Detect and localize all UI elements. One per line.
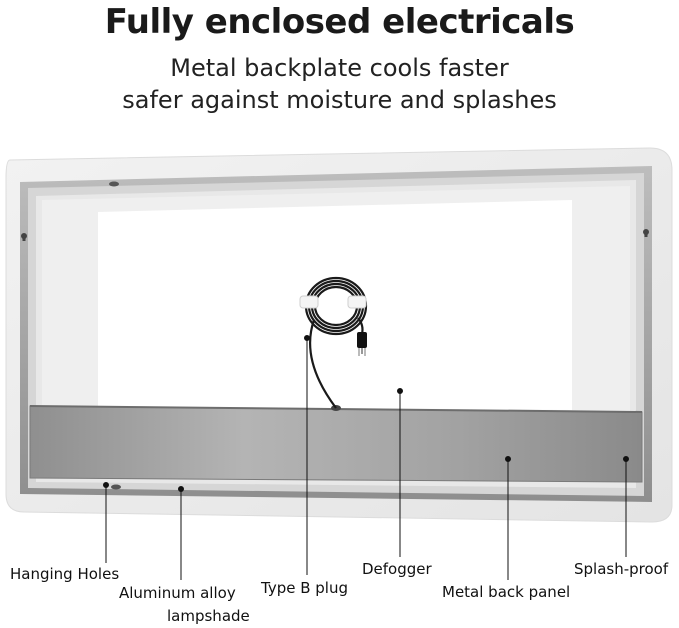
subtitle-line-1: Metal backplate cools faster [170, 54, 509, 82]
page-title: Fully enclosed electricals [104, 2, 575, 42]
hanging-hole-icon [111, 484, 121, 490]
metal-back-panel [29, 405, 643, 483]
label-aluminum-line1: Aluminum alloy [119, 584, 236, 602]
hanging-hole-icon [21, 233, 27, 241]
callout-pointers [103, 335, 629, 580]
subtitle-line-2: safer against moisture and splashes [122, 86, 557, 114]
cable-tie [299, 295, 319, 309]
defogger-pad [98, 200, 572, 410]
label-hanging-holes: Hanging Holes [10, 565, 120, 583]
hanging-hole-icon [109, 181, 119, 187]
label-splash-proof: Splash-proof [574, 560, 669, 578]
label-metal-back-panel: Metal back panel [442, 583, 571, 601]
hanging-hole-icon [643, 229, 649, 237]
type-b-plug-icon [357, 332, 367, 356]
label-defogger: Defogger [362, 560, 432, 578]
cable-tie [347, 295, 367, 309]
label-type-b-plug: Type B plug [261, 579, 348, 597]
label-aluminum-line2: lampshade [167, 607, 250, 625]
